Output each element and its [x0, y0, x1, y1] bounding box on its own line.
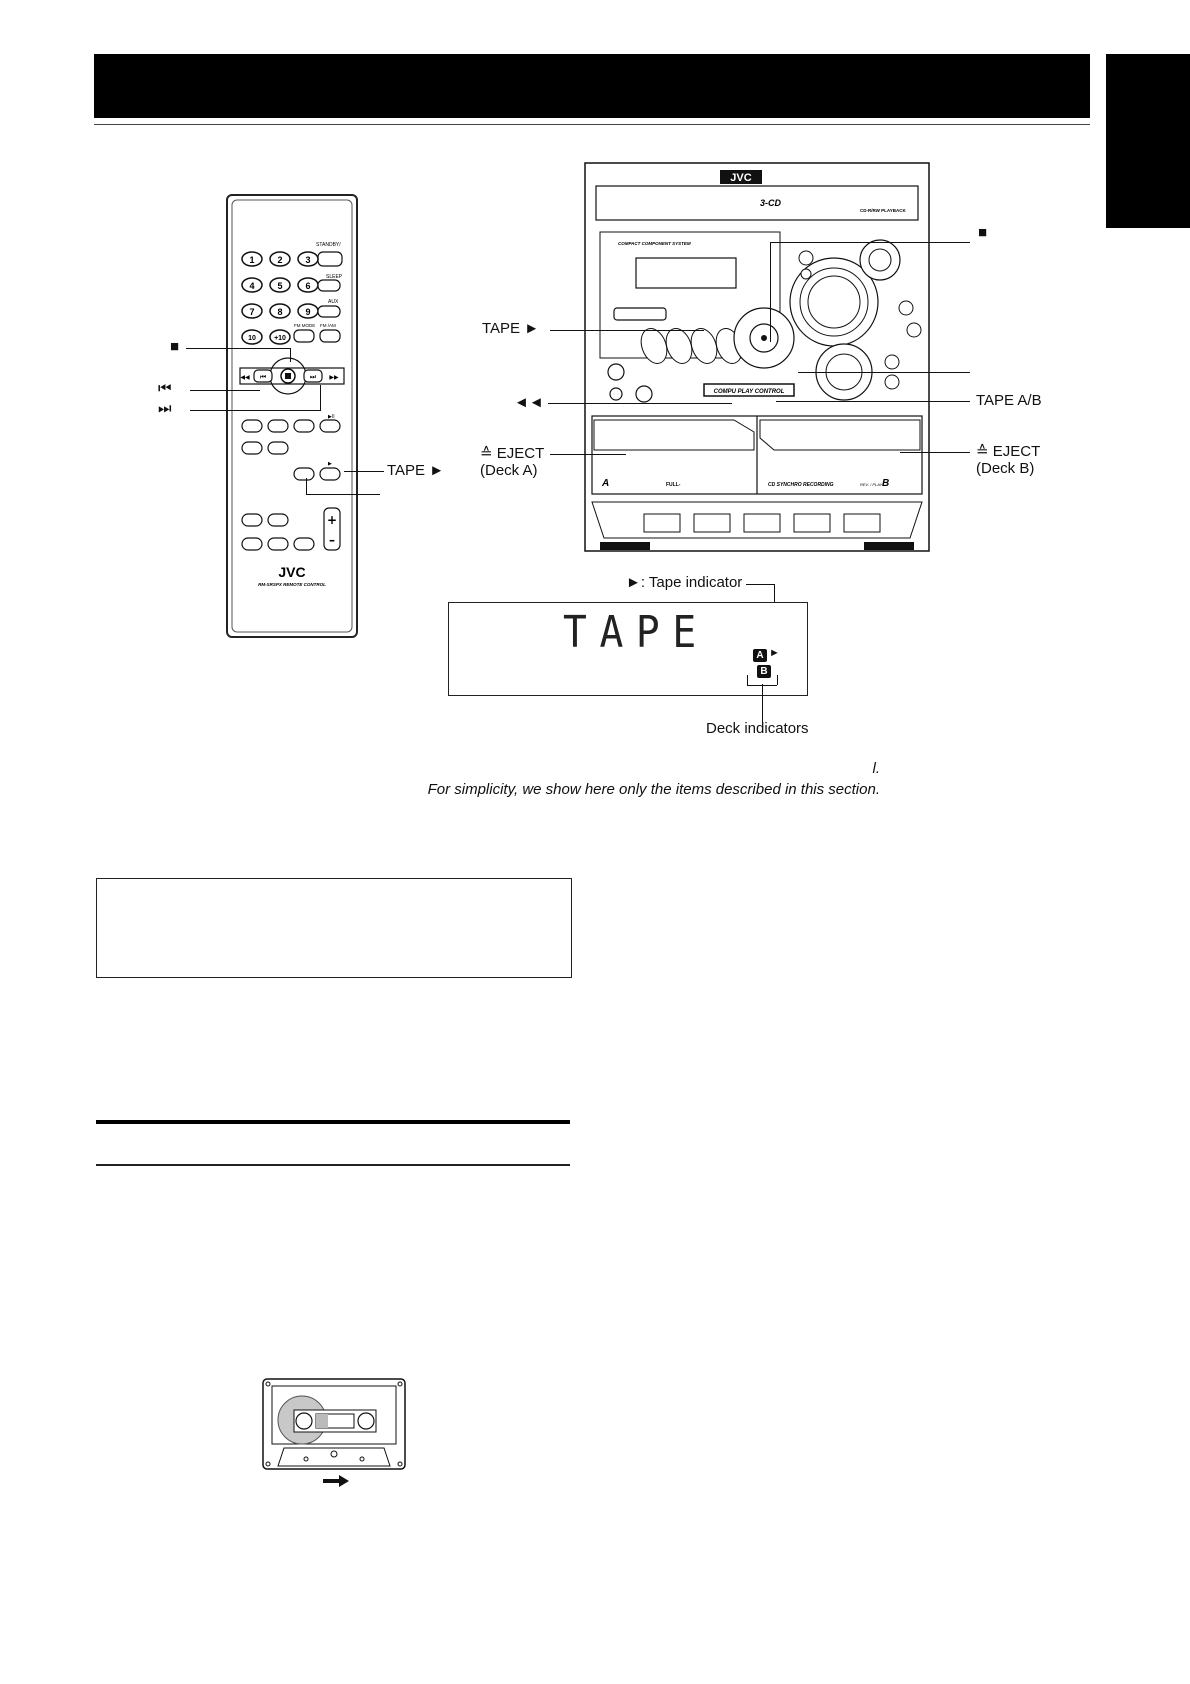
- svg-text:REV. / PLAY: REV. / PLAY: [860, 482, 883, 487]
- deck-a-indicator: A: [753, 649, 767, 662]
- section-rule-thin: [96, 1164, 570, 1166]
- unit-stop-callout: ■: [978, 224, 988, 241]
- svg-text:COMPACT COMPONENT SYSTEM: COMPACT COMPONENT SYSTEM: [618, 241, 691, 246]
- deck-indicators-label: Deck indicators: [706, 720, 809, 737]
- display-segment-text: TAPE: [563, 607, 709, 658]
- unit-eject-a-sub: (Deck A): [480, 462, 538, 479]
- svg-text:▶: ▶: [328, 461, 332, 467]
- figure-caption: l. For simplicity, we show here only the…: [427, 760, 880, 798]
- svg-text:6: 6: [305, 281, 310, 291]
- svg-text:2: 2: [277, 255, 282, 265]
- svg-text:3: 3: [305, 255, 310, 265]
- svg-text:FULL-: FULL-: [666, 482, 681, 488]
- unit-brand-logo: JVC: [730, 172, 751, 184]
- standby-text: STANDBY/: [316, 242, 341, 248]
- svg-text:5: 5: [277, 281, 282, 291]
- language-tab: [1106, 54, 1190, 228]
- remote-control-drawing: STANDBY/ 1 2 3 4 5 6 7 8 9 10 +10 SLEEP …: [231, 199, 353, 633]
- unit-tape-play-callout: TAPE ►: [482, 320, 540, 337]
- tape-indicator-label: ►: Tape indicator: [626, 574, 743, 591]
- svg-text:–: –: [329, 533, 335, 547]
- svg-text:1: 1: [249, 255, 254, 265]
- remote-next-callout: ⏭: [158, 400, 172, 417]
- svg-text:▶ll: ▶ll: [328, 414, 335, 420]
- unit-tape-ab-callout: TAPE A/B: [976, 392, 1042, 409]
- remote-stop-callout: ■: [170, 338, 180, 355]
- play-indicator: ►: [769, 647, 780, 659]
- arrow-right-icon: [323, 1474, 349, 1492]
- cassette-illustration: [262, 1378, 406, 1470]
- svg-text:+: +: [327, 513, 337, 527]
- svg-text:▶▶: ▶▶: [329, 374, 339, 381]
- svg-text:AUX: AUX: [328, 299, 339, 305]
- svg-text:7: 7: [249, 307, 254, 317]
- section-rule-thick: [96, 1120, 570, 1124]
- svg-text:A: A: [601, 478, 609, 489]
- header-rule: [94, 124, 1090, 125]
- svg-text:B: B: [882, 478, 889, 489]
- svg-text:10: 10: [248, 335, 256, 342]
- unit-eject-b-sub: (Deck B): [976, 460, 1035, 477]
- svg-text:8: 8: [277, 307, 282, 317]
- svg-text:+10: +10: [274, 335, 286, 342]
- unit-rewind-callout: ◄◄: [514, 394, 544, 411]
- unit-eject-b-callout: ≙ EJECT: [976, 443, 1041, 460]
- note-box: [96, 878, 572, 978]
- svg-text:⏮: ⏮: [260, 373, 266, 381]
- svg-text:4: 4: [249, 281, 254, 291]
- unit-eject-a-callout: ≙ EJECT: [480, 445, 545, 462]
- svg-text:FM MODE: FM MODE: [294, 323, 315, 328]
- remote-tape-play-callout: TAPE ►: [387, 462, 445, 479]
- svg-text:3-CD: 3-CD: [760, 198, 782, 208]
- function-buttons: [241, 419, 341, 551]
- svg-text:◀◀: ◀◀: [240, 374, 250, 381]
- svg-text:COMPU PLAY CONTROL: COMPU PLAY CONTROL: [714, 389, 785, 395]
- svg-text:⏭: ⏭: [310, 373, 317, 381]
- fl-display: TAPE A ► B: [448, 602, 808, 696]
- svg-text:CD SYNCHRO RECORDING: CD SYNCHRO RECORDING: [768, 482, 834, 488]
- title-bar: [94, 54, 1090, 118]
- svg-text:RM-SRSPX REMOTE CONTROL: RM-SRSPX REMOTE CONTROL: [258, 582, 326, 587]
- number-keypad: 1 2 3 4 5 6 7 8 9 10 +10: [241, 251, 319, 345]
- svg-text:9: 9: [305, 307, 310, 317]
- svg-text:SLEEP: SLEEP: [326, 274, 343, 280]
- svg-text:FM /AM: FM /AM: [320, 323, 336, 328]
- remote-control: STANDBY/ 1 2 3 4 5 6 7 8 9 10 +10 SLEEP …: [226, 194, 358, 638]
- deck-b-indicator: B: [757, 665, 771, 678]
- remote-brand-logo: JVC: [278, 564, 305, 580]
- main-unit-drawing: JVC 3-CD CD-R/RW PLAYBACK COMPACT COMPON…: [584, 162, 930, 552]
- remote-prev-callout: ⏮: [158, 380, 172, 397]
- svg-text:CD-R/RW PLAYBACK: CD-R/RW PLAYBACK: [860, 208, 907, 213]
- main-unit: JVC 3-CD CD-R/RW PLAYBACK COMPACT COMPON…: [584, 162, 930, 552]
